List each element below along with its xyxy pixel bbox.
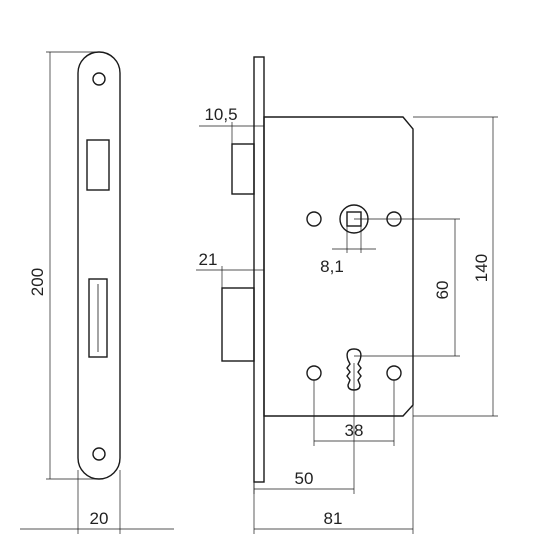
- lock-body-side-view: [221, 56, 414, 483]
- dimension-label-20: 20: [90, 509, 109, 528]
- dimension-label-21: 21: [199, 250, 218, 269]
- faceplate-front-view: [77, 51, 121, 480]
- dimension-label-10-5: 10,5: [204, 105, 237, 124]
- dead-bolt: [221, 287, 255, 362]
- faceplate-bottom-screw-hole: [92, 447, 106, 461]
- faceplate-top-screw-hole: [92, 72, 106, 86]
- dimension-latch-projection: 10,5: [199, 105, 264, 144]
- faceplate-latch-opening: [86, 139, 110, 191]
- dimension-backset: 50: [253, 363, 355, 494]
- dimension-label-50: 50: [295, 469, 314, 488]
- dimension-label-8-1: 8,1: [320, 257, 344, 276]
- case-screw-hole-upper-left: [306, 211, 322, 227]
- dimension-spindle-square: 8,1: [320, 226, 376, 276]
- dimension-label-60: 60: [433, 281, 452, 300]
- faceplate-bolt-opening: [88, 278, 108, 358]
- side-faceplate: [253, 56, 265, 483]
- faceplate-outline: [77, 51, 121, 480]
- dimension-label-140: 140: [472, 254, 491, 282]
- dimension-faceplate-length: 200: [28, 51, 100, 480]
- dimension-label-200: 200: [28, 268, 47, 296]
- dimension-total-depth: 81: [253, 405, 414, 534]
- dimension-label-81: 81: [324, 509, 343, 528]
- dimension-spindle-to-keyhole: 60: [354, 218, 460, 357]
- dimension-faceplate-width: 20: [20, 470, 174, 534]
- dimension-bolt-projection: 21: [196, 250, 264, 288]
- case-screw-hole-lower-left: [306, 365, 322, 381]
- case-screw-hole-lower-right: [386, 365, 402, 381]
- dimension-case-height: 140: [413, 116, 498, 417]
- latch-bolt: [231, 143, 255, 195]
